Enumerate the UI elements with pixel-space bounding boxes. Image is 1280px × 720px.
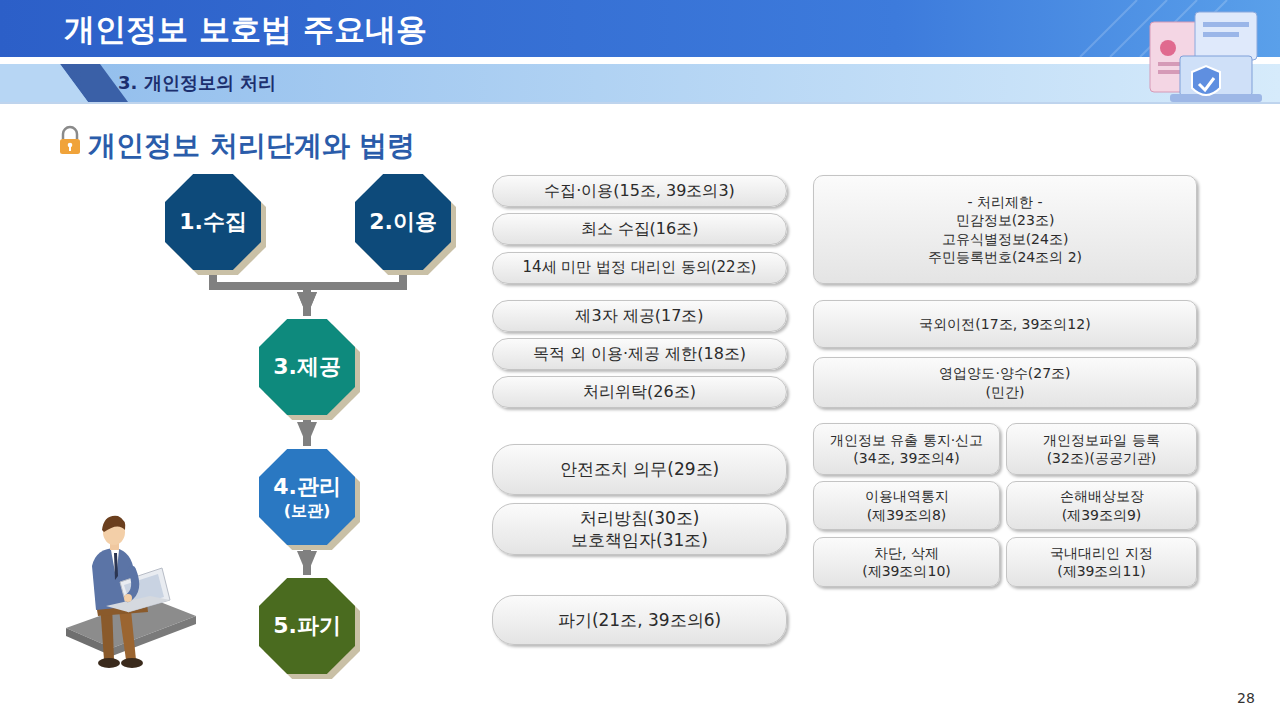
law-text: (제39조의8) (867, 506, 947, 524)
law-box: 개인정보파일 등록(32조)(공공기관) (1006, 423, 1197, 475)
flow-arrow (303, 549, 311, 575)
octagon-fill (355, 174, 451, 270)
law-box: 안전조치 의무(29조) (492, 444, 787, 495)
subtitle-marker-light (0, 64, 88, 102)
law-text: 보호책임자(31조) (571, 529, 708, 551)
stage-label: 1.수집 (179, 209, 247, 235)
law-box: 수집·이용(15조, 39조의3) (492, 175, 787, 207)
law-text: 고유식별정보(24조) (942, 230, 1069, 248)
law-text: 제3자 제공(17조) (575, 306, 703, 327)
law-text: 최소 수집(16조) (581, 219, 699, 240)
law-box: 영업양도·양수(27조)(민간) (813, 357, 1197, 408)
law-text: 파기(21조, 39조의6) (558, 609, 721, 631)
law-text: 영업양도·양수(27조) (939, 364, 1070, 382)
law-text: 주민등록번호(24조의 2) (928, 248, 1082, 266)
law-box: 제3자 제공(17조) (492, 300, 787, 332)
law-box: 처리위탁(26조) (492, 376, 787, 408)
law-text: 수집·이용(15조, 39조의3) (544, 181, 735, 202)
stage-label: 5.파기 (273, 613, 341, 639)
law-box: 이용내역통지(제39조의8) (813, 481, 1000, 530)
stage-octagon: 5.파기 (259, 578, 355, 674)
law-text: 손해배상보장 (1060, 487, 1144, 505)
law-text: 국내대리인 지정 (1050, 544, 1152, 562)
law-text: 민감정보(23조) (956, 211, 1055, 229)
law-text: 개인정보파일 등록 (1043, 431, 1159, 449)
law-box: 최소 수집(16조) (492, 213, 787, 245)
law-box: 파기(21조, 39조의6) (492, 595, 787, 645)
octagon-fill (259, 449, 355, 545)
stage-octagon: 4.관리(보관) (259, 449, 355, 545)
law-text: 차단, 삭제 (874, 544, 939, 562)
law-box: 손해배상보장(제39조의9) (1006, 481, 1197, 530)
law-box: 처리방침(30조)보호책임자(31조) (492, 503, 787, 555)
box-heading: - 처리제한 - (967, 193, 1042, 211)
law-box: 목적 외 이용·제공 제한(18조) (492, 338, 787, 370)
stage-octagon: 1.수집 (165, 174, 261, 270)
subtitle-rule (0, 103, 1280, 104)
stage-label: 3.제공 (273, 354, 341, 380)
law-text: 처리위탁(26조) (583, 382, 696, 403)
stage-label: 2.이용 (369, 209, 437, 235)
flow-arrow (303, 419, 311, 446)
section-heading: 개인정보 처리단계와 법령 (88, 127, 416, 165)
law-text: (제39조의11) (1057, 562, 1146, 580)
stage-octagon: 3.제공 (259, 319, 355, 415)
subtitle: 3. 개인정보의 처리 (118, 71, 276, 95)
law-text: 안전조치 의무(29조) (560, 458, 719, 480)
octagon-fill (259, 578, 355, 674)
law-text: 목적 외 이용·제공 제한(18조) (533, 344, 746, 365)
octagon-fill (165, 174, 261, 270)
law-text: 이용내역통지 (865, 487, 949, 505)
law-box: 차단, 삭제(제39조의10) (813, 537, 1000, 587)
law-box: 국외이전(17조, 39조의12) (813, 300, 1197, 348)
law-text: (제39조의10) (862, 562, 951, 580)
law-text: (34조, 39조의4) (853, 449, 959, 467)
law-text: (제39조의9) (1062, 506, 1142, 524)
person-illustration (66, 516, 196, 668)
law-text: (민간) (986, 383, 1025, 401)
law-text: 개인정보 유출 통지·신고 (830, 431, 983, 449)
slide-title: 개인정보 보호법 주요내용 (64, 9, 427, 51)
law-text: 14세 미만 법정 대리인 동의(22조) (523, 258, 757, 278)
law-text: 국외이전(17조, 39조의12) (919, 315, 1090, 333)
octagon-fill (259, 319, 355, 415)
law-box: 개인정보 유출 통지·신고(34조, 39조의4) (813, 423, 1000, 475)
page-number: 28 (1237, 690, 1255, 706)
security-illustration (1150, 12, 1262, 102)
stage-octagon: 2.이용 (355, 174, 451, 270)
law-box: 14세 미만 법정 대리인 동의(22조) (492, 252, 787, 284)
law-text: (32조)(공공기관) (1047, 449, 1157, 467)
lock-icon (60, 127, 80, 154)
law-box: 국내대리인 지정(제39조의11) (1006, 537, 1197, 587)
title-bar (0, 0, 1280, 57)
stage-label: 4.관리 (273, 474, 341, 500)
law-text: 처리방침(30조) (580, 507, 700, 529)
subtitle-band (0, 64, 1280, 102)
stage-label: (보관) (284, 501, 331, 520)
law-box: - 처리제한 -민감정보(23조)고유식별정보(24조)주민등록번호(24조의 … (813, 175, 1197, 284)
